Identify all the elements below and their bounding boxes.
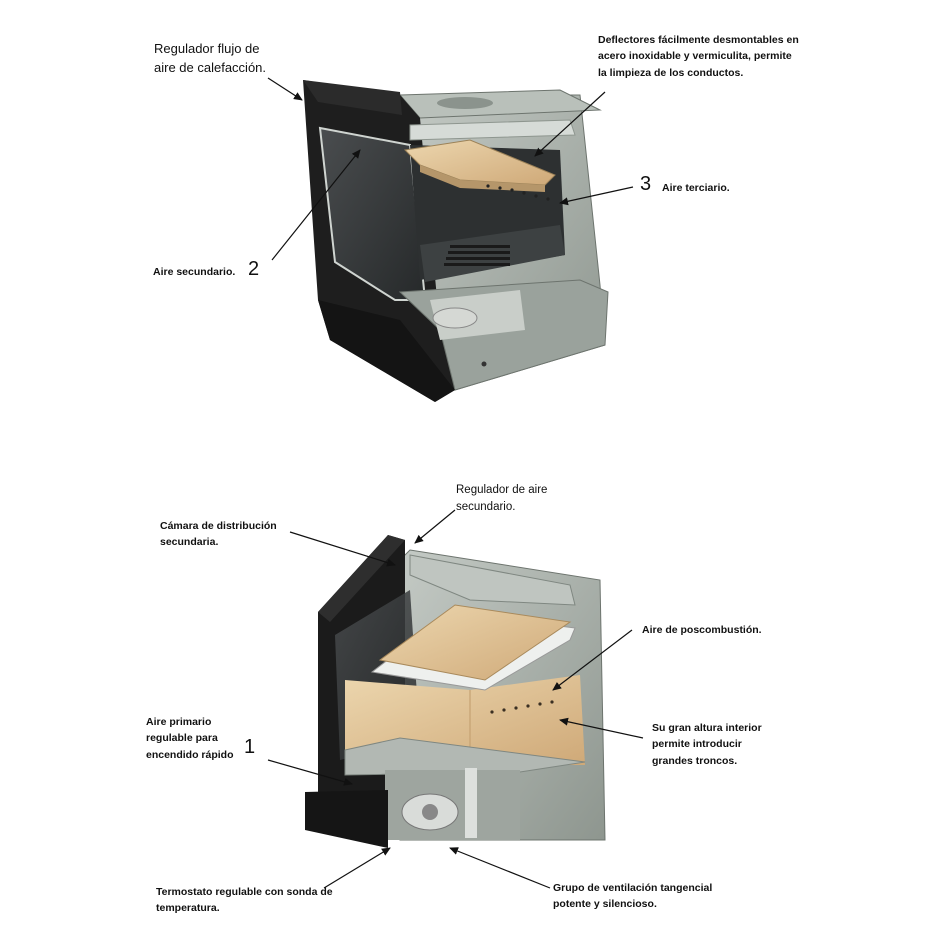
callout-line: secundaria. — [160, 536, 219, 549]
callout-number-3: 3 — [640, 173, 652, 195]
callout-line: secundario. — [456, 500, 516, 513]
callout-line: regulable para — [146, 732, 218, 745]
callout-line: acero inoxidable y vermiculita, permite — [598, 50, 792, 63]
callout-ventilacion: Grupo de ventilación tangencial potente … — [553, 880, 712, 913]
arrow-poscombustion — [552, 629, 633, 691]
callout-line: Aire primario — [146, 716, 212, 728]
arrow-altura — [559, 717, 644, 739]
callout-aire-primario: Aire primario regulable para encendido r… — [146, 714, 234, 763]
arrow-regulador-secundario — [414, 509, 456, 544]
callout-camara: Cámara de distribución secundaria. — [160, 518, 277, 551]
callout-altura: Su gran altura interior permite introduc… — [652, 720, 762, 769]
callout-aire-terciario: Aire terciario. — [662, 182, 730, 194]
callout-line: la limpieza de los conductos. — [598, 66, 744, 79]
arrow-termostato — [323, 847, 391, 889]
callout-line: Termostato regulable con sonda de — [156, 886, 333, 898]
callout-lines — [267, 77, 644, 889]
arrow-aire-secundario — [271, 149, 361, 261]
callout-poscombustion: Aire de poscombustión. — [642, 624, 762, 636]
callout-termostato: Termostato regulable con sonda de temper… — [156, 884, 333, 917]
callout-line: Grupo de ventilación tangencial — [553, 882, 713, 894]
callout-regulador-flujo: Regulador flujo de aire de calefacción. — [154, 40, 266, 78]
callout-regulador-secundario: Regulador de aire secundario. — [456, 482, 547, 515]
callout-line: permite introducir — [652, 738, 742, 751]
callout-aire-secundario: Aire secundario. — [153, 266, 236, 278]
callout-line: grandes troncos. — [652, 754, 738, 767]
arrow-aire-primario — [267, 759, 353, 786]
arrow-camara — [289, 531, 396, 567]
callout-line: Cámara de distribución — [160, 520, 277, 532]
arrow-ventilacion — [449, 847, 551, 889]
arrow-deflectores — [534, 91, 606, 157]
callout-line: potente y silencioso. — [553, 898, 657, 911]
callout-line: Regulador de aire — [456, 484, 548, 496]
callout-line: Regulador flujo de — [154, 41, 260, 56]
callout-deflectores: Deflectores fácilmente desmontables en a… — [598, 32, 799, 81]
callout-line: temperatura. — [156, 902, 220, 915]
callout-line: Deflectores fácilmente desmontables en — [598, 34, 799, 46]
arrow-aire-terciario — [559, 186, 634, 206]
callout-number-2: 2 — [248, 258, 260, 280]
callout-line: encendido rápido — [146, 748, 234, 761]
callout-line: Su gran altura interior — [652, 722, 762, 734]
arrow-regulador-flujo — [267, 77, 303, 101]
bottom-stove-illustration — [305, 535, 606, 848]
callout-line: aire de calefacción. — [154, 59, 267, 75]
top-stove-illustration — [303, 80, 609, 402]
callout-number-1: 1 — [244, 736, 256, 758]
